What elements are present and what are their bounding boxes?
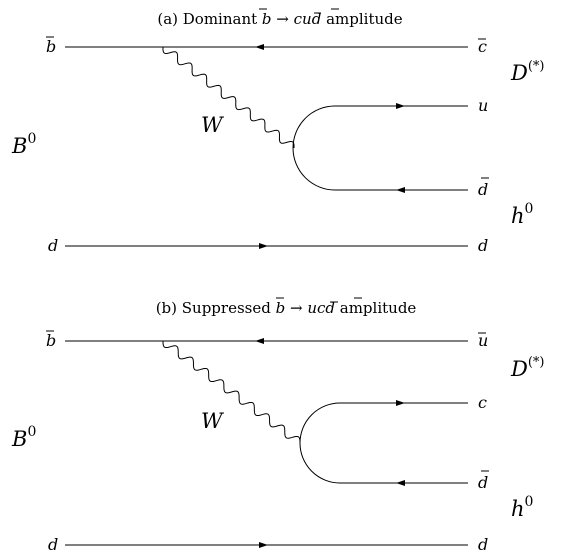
panel-b-title: (b) Suppressed b → ucd amplitude: [156, 299, 417, 317]
panel-a: (a) Dominant b → cud amplitude b d c u d…: [11, 8, 545, 255]
panel-b-meson-b0: B0: [11, 424, 36, 451]
panel-b-label-c: c: [478, 393, 487, 412]
panel-a-dbar-arrow: [396, 187, 405, 193]
panel-b-meson-h0: h0: [511, 494, 533, 521]
panel-a-meson-d: D(*): [510, 59, 545, 85]
panel-a-title: (a) Dominant b → cud amplitude: [157, 10, 402, 28]
panel-b-label-ubar: u: [478, 331, 488, 350]
panel-b-w-boson: [162, 340, 301, 444]
panel-b-label-dbar: d: [478, 473, 488, 492]
panel-b-c-arrow: [396, 400, 405, 406]
panel-a-d-arrow: [259, 243, 268, 249]
panel-a-label-bbar: b: [46, 37, 56, 56]
panel-b-label-d-left: d: [48, 535, 58, 550]
panel-a-meson-b0: B0: [11, 131, 36, 158]
panel-a-label-cbar: c: [478, 37, 487, 56]
panel-a-hairpin: [292, 105, 468, 191]
panel-a-label-d-right: d: [478, 236, 488, 255]
panel-a-label-d-left: d: [48, 236, 58, 255]
panel-b-d-arrow: [259, 542, 268, 548]
panel-b-hairpin: [299, 402, 468, 484]
panel-b-b-arrow: [255, 338, 264, 344]
panel-b-label-bbar: b: [46, 331, 56, 350]
panel-a-w-boson: [162, 46, 295, 149]
panel-a-b-arrow: [255, 44, 264, 50]
panel-a-label-u: u: [478, 96, 488, 115]
panel-b: (b) Suppressed b → ucd amplitude b d u c…: [11, 297, 545, 550]
panel-a-meson-h0: h0: [511, 201, 533, 228]
panel-b-label-d-right: d: [478, 535, 488, 550]
panel-b-dbar-arrow: [396, 480, 405, 486]
panel-a-u-arrow: [396, 103, 405, 109]
panel-b-label-w: W: [201, 409, 225, 433]
panel-b-meson-d: D(*): [510, 355, 545, 381]
panel-a-label-w: W: [201, 113, 225, 137]
panel-a-label-dbar: d: [478, 180, 488, 199]
